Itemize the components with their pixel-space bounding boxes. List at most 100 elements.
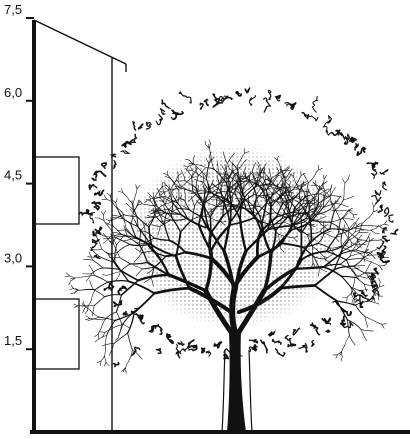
tree-branch xyxy=(242,180,245,191)
tree-branch xyxy=(353,298,358,302)
scale-tick-label: 3,0 xyxy=(4,250,22,265)
tree-branch xyxy=(83,258,94,261)
tree-branch xyxy=(349,247,355,257)
tree-branch xyxy=(317,233,325,244)
canopy-scribble xyxy=(388,214,394,223)
tree-branch xyxy=(337,219,341,235)
tree-branch xyxy=(358,231,369,234)
tree-branch xyxy=(310,228,331,243)
tree-branch xyxy=(346,259,356,275)
tree-branch xyxy=(208,144,210,149)
tree-branch xyxy=(330,195,342,198)
tree-branch xyxy=(335,354,338,359)
tree-branch xyxy=(223,187,230,203)
tree-branch xyxy=(372,202,374,207)
tree-branch xyxy=(380,237,385,241)
tree-branch xyxy=(317,216,327,221)
tree-branch xyxy=(170,189,173,203)
tree-branch xyxy=(95,232,102,235)
tree-branch xyxy=(120,279,139,296)
tree-branch xyxy=(234,249,248,292)
tree-branch xyxy=(303,220,310,225)
tree-branch xyxy=(206,168,208,180)
tree-branch xyxy=(289,181,292,186)
canopy-scribble xyxy=(371,284,380,296)
tree-branch xyxy=(275,201,285,218)
tree-branch xyxy=(366,272,380,275)
tree-branch xyxy=(372,225,380,227)
tree-branch xyxy=(139,243,145,253)
tree-branch xyxy=(364,316,368,328)
tree-branch xyxy=(110,233,117,246)
tree-branch xyxy=(161,185,166,197)
tree-branch xyxy=(336,300,349,321)
tree-branch xyxy=(350,286,358,294)
tree-branch xyxy=(354,274,368,279)
tree-branch xyxy=(361,217,370,226)
tree-branch xyxy=(380,251,385,255)
tree-branch xyxy=(221,165,225,171)
canopy-scribble xyxy=(165,332,171,338)
tree-branch xyxy=(197,223,213,252)
tree-branch xyxy=(196,192,212,195)
tree-branch xyxy=(347,232,360,241)
tree-branch xyxy=(122,192,128,197)
tree-branch xyxy=(384,262,388,266)
tree-branch xyxy=(210,206,218,215)
tree-branch xyxy=(299,202,311,219)
canopy-scribble xyxy=(120,150,131,154)
tree-branch xyxy=(346,296,348,302)
canopy-scribble xyxy=(322,122,333,137)
tree-branch xyxy=(100,319,106,330)
tree-branches xyxy=(64,139,389,374)
tree-branch xyxy=(185,167,193,178)
tree-branch xyxy=(85,315,90,319)
tree-branch xyxy=(105,361,110,366)
tree-branch xyxy=(271,184,279,194)
tree-branch xyxy=(264,172,269,178)
tree-branch xyxy=(126,196,134,205)
tree-branch xyxy=(360,329,375,332)
tree-branch xyxy=(132,349,143,360)
tree-branch xyxy=(177,176,180,181)
tree-branch xyxy=(289,195,301,204)
tree-branch xyxy=(279,258,303,290)
canopy-scribble xyxy=(217,95,233,104)
tree-branch xyxy=(153,196,166,199)
tree-branch xyxy=(319,183,324,191)
tree-branch xyxy=(280,174,285,189)
tree-branch xyxy=(82,308,85,313)
tree-branch xyxy=(103,220,109,227)
tree-branch xyxy=(188,194,197,202)
canopy-scribble xyxy=(376,240,384,250)
tree-branch xyxy=(153,205,160,214)
tree-branch xyxy=(215,220,222,223)
tree-branch xyxy=(230,186,241,195)
tree-branch xyxy=(229,182,232,199)
tree-branch xyxy=(255,229,263,259)
tree-branch xyxy=(115,248,120,258)
tree-branch xyxy=(182,205,191,211)
tree-branch xyxy=(286,182,290,186)
tree-branch xyxy=(244,228,269,253)
tree-branch xyxy=(299,190,306,193)
tree-branch xyxy=(220,176,223,181)
tree-branch xyxy=(123,214,137,217)
tree-branch xyxy=(249,170,252,181)
canopy-scribble xyxy=(325,316,332,326)
tree-branch xyxy=(120,188,124,193)
tree-branch xyxy=(256,197,261,207)
canopy-scribble xyxy=(379,169,389,175)
canopy-scribble xyxy=(370,195,382,205)
tree-branch xyxy=(74,276,83,279)
canopy-scribble xyxy=(376,251,384,262)
tree-branch xyxy=(309,201,317,208)
canopy-scribble xyxy=(309,322,321,336)
tree-branch xyxy=(300,173,306,176)
tree-branch xyxy=(372,262,380,267)
outer-canopy-outline xyxy=(78,87,399,368)
tree-branch xyxy=(351,285,354,294)
tree-branch xyxy=(208,139,211,144)
tree-branch xyxy=(258,174,264,179)
